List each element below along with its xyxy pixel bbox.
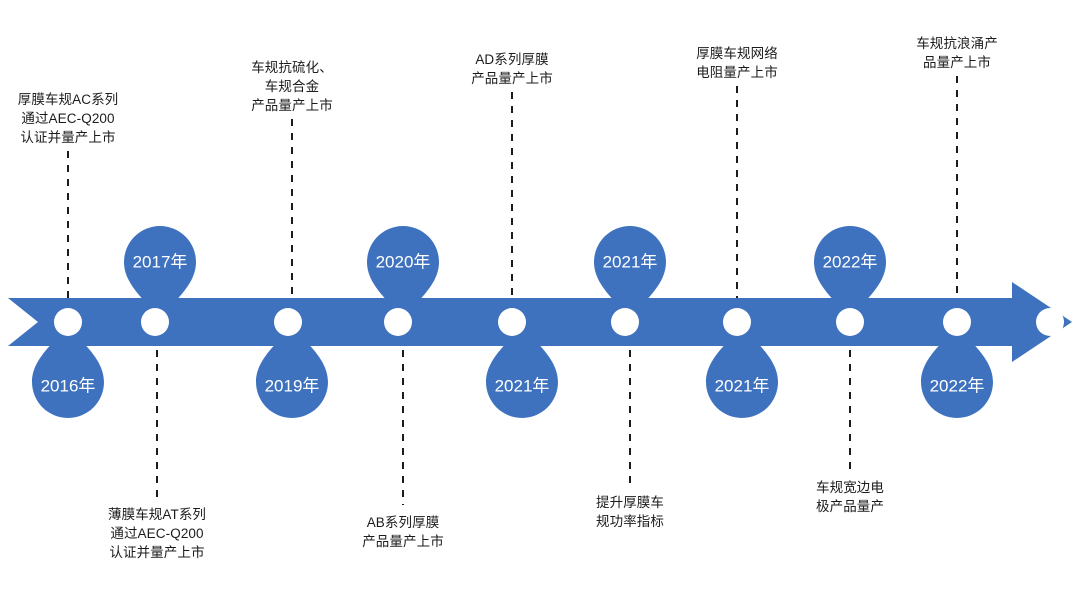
event-note-bottom-3: 车规宽边电 极产品量产: [816, 480, 884, 515]
timeline-node[interactable]: [274, 308, 302, 336]
event-note-top-0: 厚膜车规AC系列 通过AEC-Q200 认证并量产上市: [17, 92, 119, 146]
timeline-node[interactable]: [54, 308, 82, 336]
year-pin-label: 2021年: [494, 376, 550, 396]
year-pin-label: 2017年: [132, 252, 188, 272]
event-note-bottom-2: 提升厚膜车 规功率指标: [596, 495, 664, 530]
year-pin-label: 2019年: [264, 376, 320, 396]
year-pin-label: 2022年: [822, 252, 878, 272]
event-note-bottom-0: 薄膜车规AT系列 通过AEC-Q200 认证并量产上市: [107, 507, 207, 561]
connector-lines: [67, 76, 958, 505]
timeline-node[interactable]: [141, 308, 169, 336]
event-note-bottom-1: AB系列厚膜 产品量产上市: [362, 515, 444, 550]
timeline-nodes: [54, 308, 1064, 336]
event-note-top-3: 厚膜车规网络 电阻量产上市: [696, 46, 778, 81]
event-note-top-4: 车规抗浪涌产 品量产上市: [916, 36, 998, 71]
event-note-top-1: 车规抗硫化、 车规合金 产品量产上市: [251, 60, 333, 114]
year-pin-label: 2022年: [929, 376, 985, 396]
timeline-node[interactable]: [836, 308, 864, 336]
timeline-node[interactable]: [943, 308, 971, 336]
timeline-node[interactable]: [611, 308, 639, 336]
timeline-node[interactable]: [1036, 308, 1064, 336]
year-pin-label: 2016年: [40, 376, 96, 396]
timeline-node[interactable]: [723, 308, 751, 336]
timeline-arrow-bar: [8, 282, 1072, 362]
timeline-node[interactable]: [384, 308, 412, 336]
timeline-node[interactable]: [498, 308, 526, 336]
event-note-top-2: AD系列厚膜 产品量产上市: [471, 52, 553, 87]
year-pin-label: 2021年: [602, 252, 658, 272]
arrow-bar-shape: [8, 282, 1072, 362]
year-pin-label: 2020年: [375, 252, 431, 272]
year-pin-label: 2021年: [714, 376, 770, 396]
